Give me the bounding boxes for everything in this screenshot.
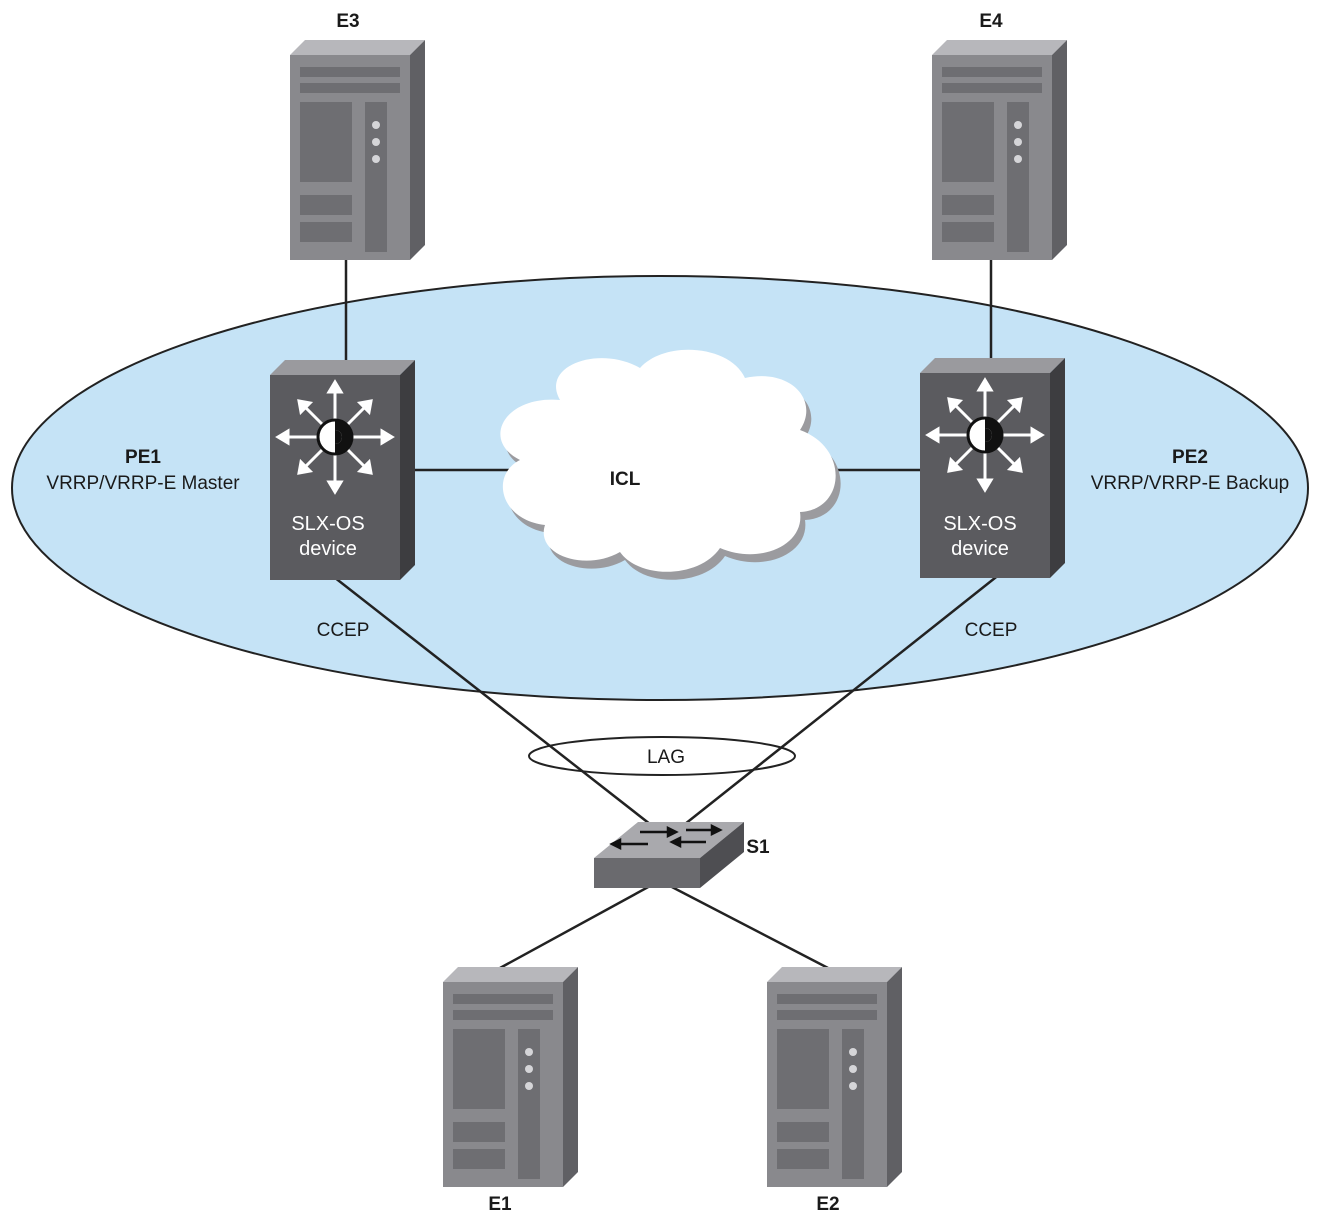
pe1-name: PE1 — [125, 447, 161, 468]
pe1-role: VRRP/VRRP-E Master — [46, 473, 240, 494]
pe1-device-label-line2: device — [299, 538, 357, 560]
server-e2-icon — [767, 967, 902, 1187]
switch-s1-label: S1 — [746, 837, 770, 858]
pe2-device-label-line1: SLX-OS — [943, 513, 1016, 535]
server-e2-label: E2 — [816, 1194, 839, 1215]
link-s1-e1 — [499, 884, 651, 970]
link-s1-e2 — [669, 884, 829, 970]
pe1-device-label-line1: SLX-OS — [291, 513, 364, 535]
link-pe2-s1 — [679, 569, 1006, 829]
icl-cloud — [500, 349, 841, 580]
pe2-name: PE2 — [1172, 447, 1208, 468]
pe1-ccep-label: CCEP — [317, 620, 370, 641]
icl-label: ICL — [610, 469, 641, 490]
lag-label: LAG — [647, 747, 685, 768]
server-e3-label: E3 — [336, 11, 359, 32]
server-e4-icon — [932, 40, 1067, 260]
server-e1-icon — [443, 967, 578, 1187]
server-e3-icon — [290, 40, 425, 260]
pe2-ccep-label: CCEP — [965, 620, 1018, 641]
link-pe1-s1 — [324, 569, 656, 829]
pe2-device-label-line2: device — [951, 538, 1009, 560]
server-e4-label: E4 — [979, 11, 1003, 32]
server-e1-label: E1 — [488, 1194, 512, 1215]
pe2-role: VRRP/VRRP-E Backup — [1091, 473, 1290, 494]
lag-ellipse — [528, 736, 796, 776]
switch-s1-icon — [594, 822, 744, 888]
